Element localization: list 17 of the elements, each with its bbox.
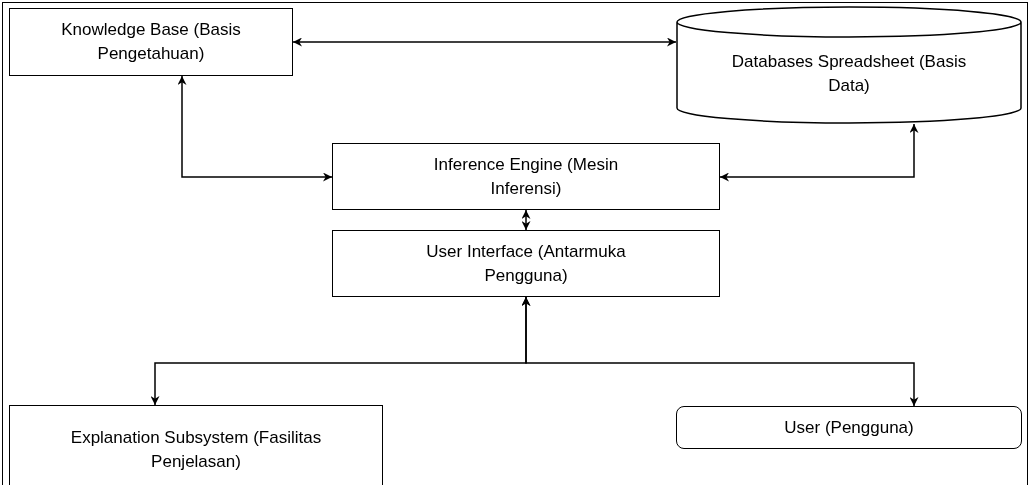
arrow: [292, 37, 677, 47]
node-label: Knowledge Base (Basis Pengetahuan): [60, 19, 242, 65]
process-box: [9, 8, 293, 76]
node-label: User Interface (Antarmuka Pengguna): [425, 240, 627, 287]
rounded-box: [676, 406, 1022, 449]
process-box: [9, 405, 383, 485]
arrow: [521, 209, 531, 231]
node-label: User (Pengguna): [784, 416, 914, 439]
node-label: Explanation Subsystem (Fasilitas Penjelasan): [69, 427, 323, 473]
node-label: Inference Engine (Mesin Inferensi): [432, 153, 620, 200]
arrow: [521, 296, 919, 407]
arrow: [719, 123, 919, 182]
database-cylinder: [676, 6, 1022, 124]
process-box: [332, 143, 720, 210]
arrow: [177, 75, 333, 182]
node-label: Databases Spreadsheet (Basis Data): [730, 51, 968, 97]
process-box: [332, 230, 720, 297]
